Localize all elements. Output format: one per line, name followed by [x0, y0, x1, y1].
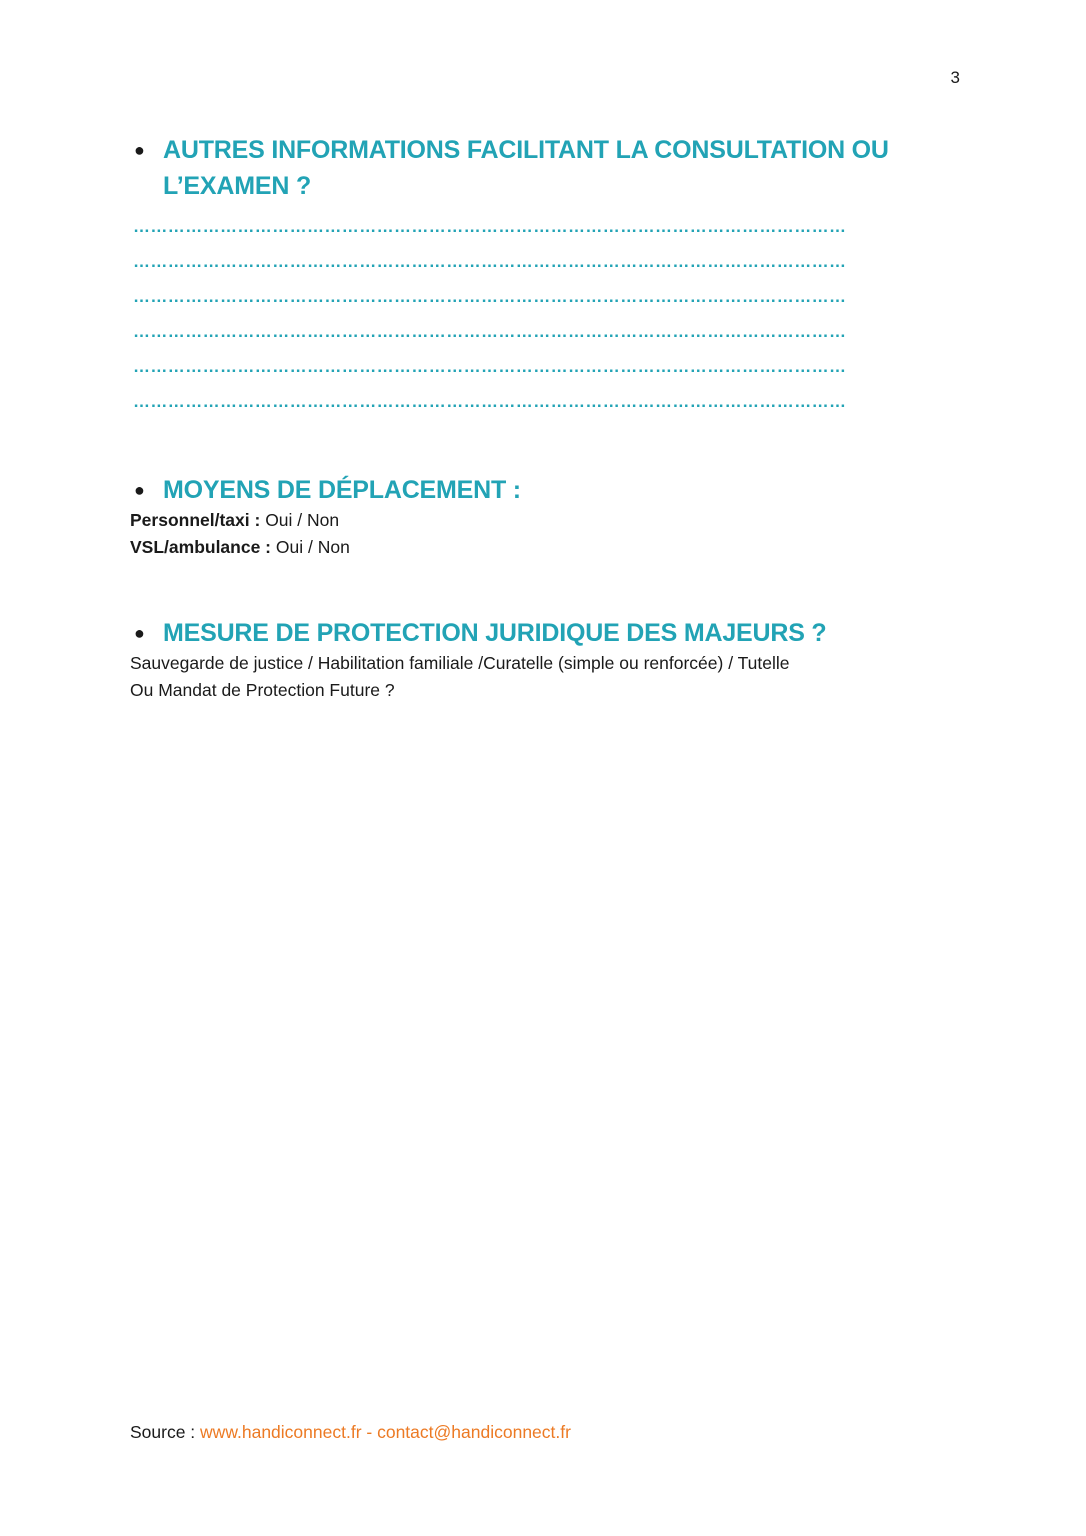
dotted-answer-line[interactable]: …………………………………………………………………………………………………………… — [133, 357, 847, 376]
bullet-icon: ● — [134, 623, 145, 643]
dotted-answer-line[interactable]: …………………………………………………………………………………………………………… — [133, 287, 847, 306]
section-title-line-1: AUTRES INFORMATIONS FACILITANT LA CONSUL… — [163, 136, 889, 164]
footer-source: Source : www.handiconnect.fr - contact@h… — [130, 1422, 571, 1443]
section-other-information: ● AUTRES INFORMATIONS FACILITANT LA CONS… — [133, 132, 964, 420]
dotted-answer-line[interactable]: …………………………………………………………………………………………………………… — [133, 392, 847, 411]
bullet-icon: ● — [134, 140, 145, 160]
section-heading: ● AUTRES INFORMATIONS FACILITANT LA CONS… — [134, 132, 964, 204]
dotted-answer-lines: …………………………………………………………………………………………………………… — [133, 210, 964, 420]
section-transport: ● MOYENS DE DÉPLACEMENT : Personnel/taxi… — [130, 472, 964, 561]
footer-email-link[interactable]: contact@handiconnect.fr — [377, 1422, 571, 1442]
protection-options-line: Ou Mandat de Protection Future ? — [130, 680, 395, 700]
protection-options-line: Sauvegarde de justice / Habilitation fam… — [130, 653, 790, 673]
footer-separator: - — [361, 1422, 378, 1442]
section-title: MOYENS DE DÉPLACEMENT : — [163, 476, 521, 504]
row-value[interactable]: Oui / Non — [271, 537, 350, 557]
row-value[interactable]: Oui / Non — [260, 510, 340, 530]
bullet-icon: ● — [134, 480, 145, 500]
row-label: Personnel/taxi : — [130, 510, 261, 530]
row-label: VSL/ambulance : — [130, 537, 272, 557]
dotted-answer-line[interactable]: …………………………………………………………………………………………………………… — [133, 322, 847, 341]
dotted-answer-line[interactable]: …………………………………………………………………………………………………………… — [133, 217, 847, 236]
section-title-line-2: L’EXAMEN ? — [163, 172, 312, 200]
transport-row-vsl-ambulance: VSL/ambulance : Oui / Non — [130, 534, 964, 561]
footer-website-link[interactable]: www.handiconnect.fr — [200, 1422, 362, 1442]
footer-prefix: Source : — [130, 1422, 201, 1442]
section-heading: ● MOYENS DE DÉPLACEMENT : — [134, 472, 964, 508]
transport-row-personal-taxi: Personnel/taxi : Oui / Non — [130, 507, 964, 534]
section-legal-protection: ● MESURE DE PROTECTION JURIDIQUE DES MAJ… — [130, 615, 964, 704]
dotted-answer-line[interactable]: …………………………………………………………………………………………………………… — [133, 252, 847, 271]
section-heading: ● MESURE DE PROTECTION JURIDIQUE DES MAJ… — [134, 615, 964, 651]
page-number: 3 — [950, 68, 960, 87]
section-title: AUTRES INFORMATIONS FACILITANT LA CONSUL… — [163, 132, 964, 204]
section-title: MESURE DE PROTECTION JURIDIQUE DES MAJEU… — [163, 619, 827, 647]
